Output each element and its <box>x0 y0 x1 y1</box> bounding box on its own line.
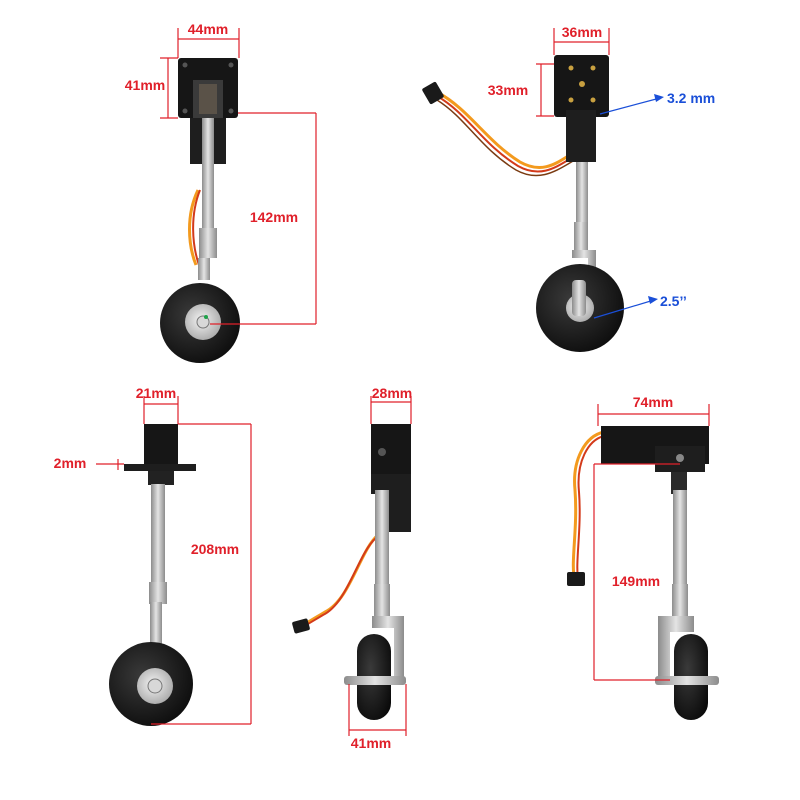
view-c-main-gear-side: 21mm 2mm 208mm <box>54 385 252 726</box>
view-a-main-gear: 44mm 41mm 142mm <box>125 21 317 363</box>
dimension-strut-length: 149mm <box>593 463 680 681</box>
oleo-strut <box>151 484 165 584</box>
servo-wire <box>436 90 576 169</box>
dimension-label: 41mm <box>351 735 391 751</box>
oleo-strut <box>202 118 214 228</box>
dimension-width-top: 74mm <box>597 394 710 426</box>
dimension-height-plate: 33mm <box>488 63 554 117</box>
dimension-label: 36mm <box>562 24 602 40</box>
dimension-flange-thickness: 2mm <box>54 455 124 471</box>
dimension-label: 33mm <box>488 82 528 98</box>
dimension-label: 21mm <box>136 385 176 401</box>
oleo-strut <box>576 162 588 224</box>
mount-flange <box>124 464 196 471</box>
dimension-label: 28mm <box>372 385 412 401</box>
dimension-strut-length: 208mm <box>151 423 252 725</box>
dimension-label: 142mm <box>250 209 298 225</box>
dimension-label: 2mm <box>54 455 87 471</box>
dimension-height-plate: 41mm <box>125 57 178 119</box>
dimension-label: 2.5’’ <box>660 293 687 309</box>
pointer-hole-diameter: 3.2 mm <box>599 90 715 115</box>
servo-wire <box>188 189 200 266</box>
dimension-width-top: 21mm <box>136 385 179 424</box>
oleo-strut <box>673 490 687 586</box>
dimension-label: 149mm <box>612 573 660 589</box>
servo-connector <box>292 618 310 634</box>
dimension-label: 44mm <box>188 21 228 37</box>
dimension-width-top: 44mm <box>177 21 240 58</box>
dimension-width-top: 28mm <box>370 385 412 424</box>
mount-block <box>371 424 411 474</box>
servo-connector <box>422 81 444 105</box>
pointer-wheel-diameter: 2.5’’ <box>593 293 687 319</box>
dimension-wheel-width: 41mm <box>348 684 407 751</box>
dimension-label: 41mm <box>125 77 165 93</box>
view-b-nose-gear-rear: 36mm 33mm 3.2 mm 2.5’’ <box>422 24 715 352</box>
view-d-nose-gear-side: 28mm 41mm <box>292 385 412 751</box>
dimension-width-top: 36mm <box>553 24 610 55</box>
view-e-nose-gear-front: 74mm 149mm <box>567 394 719 720</box>
oleo-strut <box>375 490 389 586</box>
servo-wire <box>571 430 605 581</box>
mount-block <box>144 424 178 466</box>
dimension-label: 208mm <box>191 541 239 557</box>
dimension-label: 3.2 mm <box>667 90 715 106</box>
dimension-label: 74mm <box>633 394 673 410</box>
servo-connector <box>567 572 585 586</box>
dimension-strut-length: 142mm <box>210 112 317 325</box>
